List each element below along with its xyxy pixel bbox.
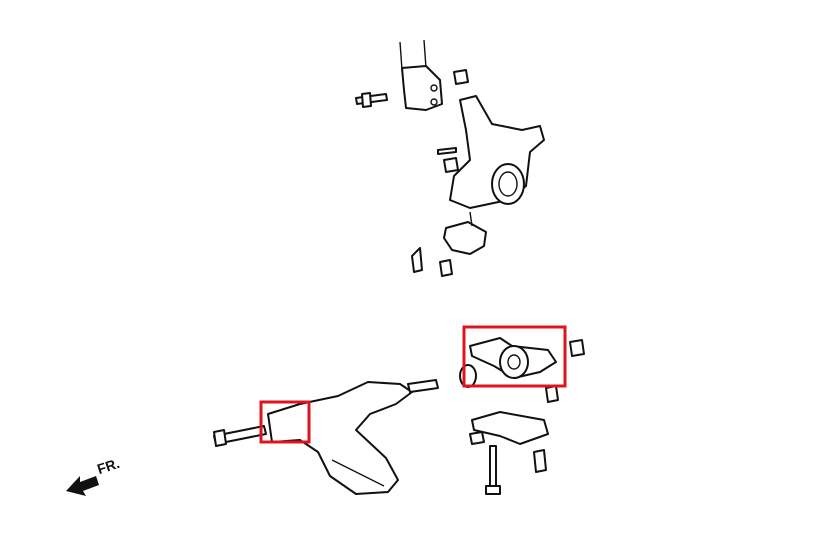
steering-knuckle [449, 95, 545, 209]
bolt [355, 92, 388, 108]
ball-joint [443, 211, 487, 255]
nut [453, 69, 469, 85]
pin [437, 147, 459, 173]
rear-bushing-bracket [459, 337, 557, 388]
bolt [411, 247, 423, 273]
long-bolt-vertical [485, 445, 501, 495]
arrow-down-left-icon [66, 476, 99, 496]
highlight-box-rear-bushing [462, 325, 567, 388]
highlight-box-front-bushing [259, 400, 311, 444]
nut [569, 339, 585, 357]
bolt [533, 449, 547, 473]
nut [439, 259, 453, 277]
lower-bracket [469, 411, 549, 445]
lower-control-arm [267, 379, 439, 495]
strut-bracket [399, 39, 443, 111]
bolt [545, 385, 559, 403]
long-bolt [213, 425, 267, 447]
